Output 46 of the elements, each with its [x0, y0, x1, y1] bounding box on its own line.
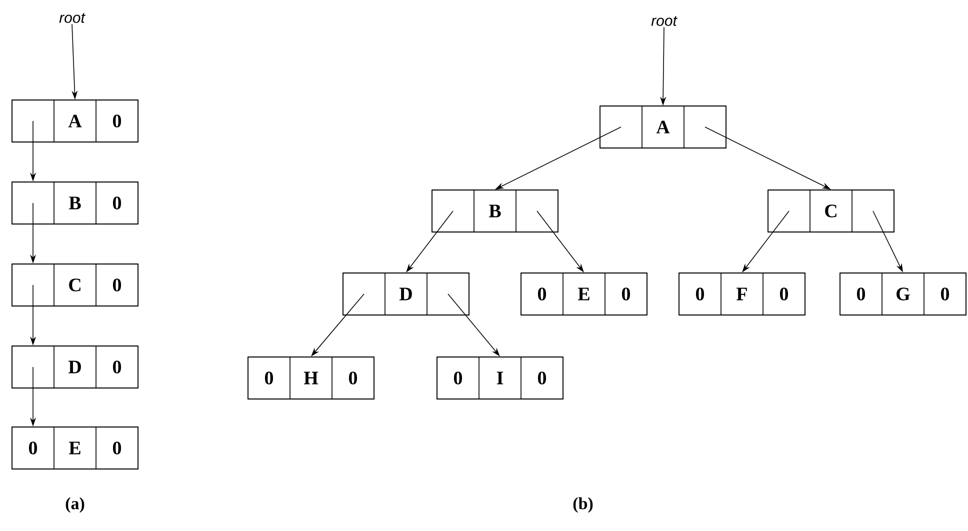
- record-cell: 0: [678, 272, 722, 316]
- record-cell: 0: [520, 272, 564, 316]
- pointer-cell: [852, 190, 894, 232]
- record-cell: 0: [924, 272, 966, 316]
- pointer-cell: [600, 106, 642, 148]
- record-cell: 0: [520, 356, 564, 400]
- record-cell: A: [642, 106, 684, 148]
- record-cell: B: [474, 190, 516, 232]
- record-cell: D: [54, 346, 96, 388]
- record-cell: 0: [840, 272, 882, 316]
- record-cell: G: [882, 272, 924, 316]
- record-cell: B: [54, 182, 96, 224]
- record-cell: C: [54, 264, 96, 306]
- caption-label: (b): [573, 497, 593, 513]
- record-cell: 0: [96, 264, 138, 306]
- record-cell: 0: [604, 272, 648, 316]
- pointer-cell: [12, 346, 54, 388]
- pointer-cell: [684, 106, 726, 148]
- record-cell: E: [562, 272, 606, 316]
- record-cell: H: [290, 356, 332, 400]
- record-cell: C: [810, 190, 852, 232]
- record-cell: A: [54, 100, 96, 142]
- record-cell: E: [54, 426, 96, 470]
- record-cell: F: [720, 272, 764, 316]
- record-cell: 0: [96, 182, 138, 224]
- pointer-cell: [12, 100, 54, 142]
- pointer-cell: [12, 264, 54, 306]
- root-label: root: [59, 13, 86, 23]
- pointer-cell: [342, 272, 386, 316]
- pointer-cell: [768, 190, 810, 232]
- pointer-cell: [432, 190, 474, 232]
- pointer-cell: [426, 272, 470, 316]
- record-cell: 0: [762, 272, 806, 316]
- record-cell: 0: [436, 356, 480, 400]
- record-cell: 0: [96, 426, 138, 470]
- record-cell: 0: [12, 426, 54, 470]
- caption-label: (a): [66, 497, 84, 513]
- pointer-cell: [12, 182, 54, 224]
- record-cell: 0: [96, 346, 138, 388]
- record-cell: 0: [332, 356, 374, 400]
- pointer-cell: [516, 190, 558, 232]
- record-cell: 0: [248, 356, 290, 400]
- record-cell: D: [384, 272, 428, 316]
- record-cell: I: [478, 356, 522, 400]
- record-cell: 0: [96, 100, 138, 142]
- root-label: root: [651, 16, 678, 26]
